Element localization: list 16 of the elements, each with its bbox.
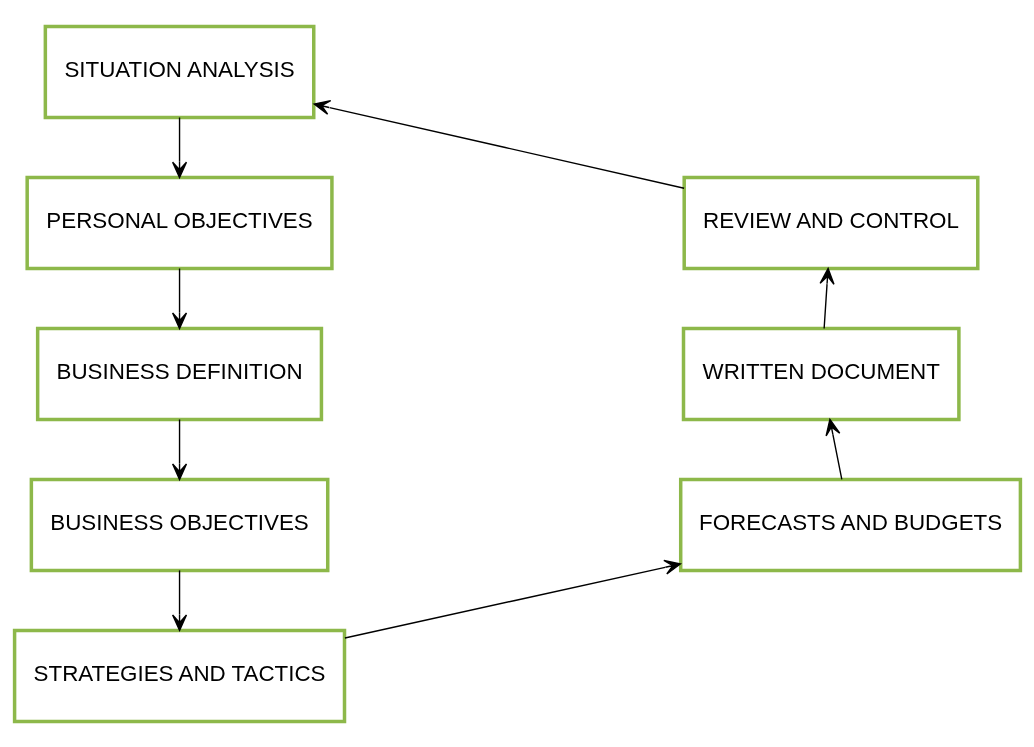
node-box: SITUATION ANALYSIS	[43, 24, 315, 119]
arrow	[171, 418, 187, 480]
arrow	[312, 99, 685, 189]
node-box: PERSONAL OBJECTIVES	[24, 175, 334, 270]
node-box: WRITTEN DOCUMENT	[681, 326, 961, 421]
arrow	[171, 267, 187, 329]
node-box: BUSINESS OBJECTIVES	[29, 477, 329, 572]
node-box: FORECASTS AND BUDGETS	[678, 477, 1022, 572]
arrow	[818, 267, 835, 329]
node-box: BUSINESS DEFINITION	[35, 326, 323, 421]
node-box: REVIEW AND CONTROL	[681, 175, 979, 270]
arrow	[824, 418, 842, 480]
node-box: STRATEGIES AND TACTICS	[12, 628, 346, 723]
arrow	[171, 569, 187, 631]
arrow	[343, 559, 681, 639]
arrow	[171, 116, 187, 178]
